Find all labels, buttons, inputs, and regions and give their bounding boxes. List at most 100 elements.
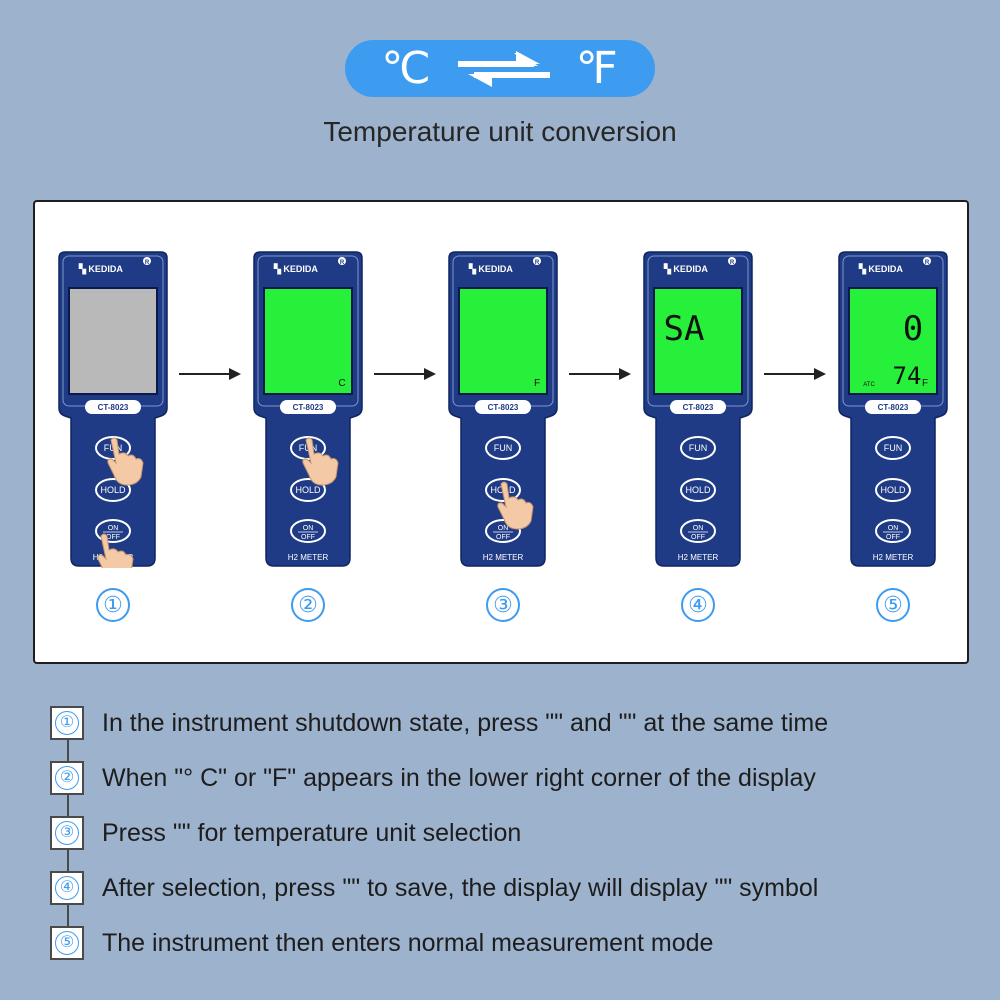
svg-text:HOLD: HOLD xyxy=(100,485,126,495)
svg-text:ON: ON xyxy=(693,525,704,532)
instruction-number-badge: ⑤ xyxy=(50,926,84,960)
lcd-screen xyxy=(458,287,548,395)
step-number-4: ④ xyxy=(681,588,715,622)
lcd-main-reading: SA xyxy=(664,309,705,349)
lcd-main-reading: 0 xyxy=(903,309,923,349)
lcd-temperature-reading: 74 xyxy=(893,362,922,390)
lcd-screen xyxy=(848,287,938,395)
svg-text:FUN: FUN xyxy=(689,443,708,453)
instruction-step-5: ⑤ The instrument then enters normal measu… xyxy=(50,925,713,961)
swap-arrows-icon xyxy=(457,50,550,87)
fahrenheit-label: ℉ xyxy=(575,43,619,94)
step-number-2: ② xyxy=(291,588,325,622)
lcd-atc-indicator: ATC xyxy=(863,382,875,388)
on-off-button[interactable]: ON OFF xyxy=(290,519,326,543)
model-label: CT-8023 xyxy=(683,403,714,412)
svg-text:ON: ON xyxy=(498,525,509,532)
svg-text:HOLD: HOLD xyxy=(685,485,711,495)
meter-step-1: ▚ KEDIDA R CT-8023 FUN HOLD ON OFF H2 ME… xyxy=(55,250,171,568)
meter-footer-label: H2 METER xyxy=(288,553,329,562)
instruction-number-badge: ④ xyxy=(50,871,84,905)
svg-text:R: R xyxy=(145,260,150,266)
instruction-step-2: ② When "° C" or "F" appears in the lower … xyxy=(50,760,816,796)
meter-footer-label: H2 METER xyxy=(483,553,524,562)
svg-text:▚ KEDIDA: ▚ KEDIDA xyxy=(78,263,123,275)
svg-text:OFF: OFF xyxy=(496,534,510,541)
svg-text:OFF: OFF xyxy=(301,534,315,541)
svg-text:R: R xyxy=(925,260,930,266)
finger-press-icon xyxy=(302,437,339,486)
meter-footer-label: H2 METER xyxy=(678,553,719,562)
svg-text:R: R xyxy=(535,260,540,266)
instruction-step-3: ③ Press "" for temperature unit selection xyxy=(50,815,521,851)
right-arrow-icon xyxy=(374,367,436,381)
svg-text:▚ KEDIDA: ▚ KEDIDA xyxy=(468,263,513,275)
model-label: CT-8023 xyxy=(98,403,129,412)
meter-step-3: ▚ KEDIDA R F CT-8023 FUN HOLD ON OFF H2 … xyxy=(445,250,561,568)
instruction-text: In the instrument shutdown state, press … xyxy=(102,708,829,737)
svg-text:HOLD: HOLD xyxy=(880,485,906,495)
right-arrow-icon xyxy=(764,367,826,381)
svg-text:▚ KEDIDA: ▚ KEDIDA xyxy=(858,263,903,275)
step-number-3: ③ xyxy=(486,588,520,622)
right-arrow-icon xyxy=(179,367,241,381)
unit-conversion-pill: ℃ ℉ xyxy=(345,40,655,97)
instruction-text: After selection, press "" to save, the d… xyxy=(102,873,819,902)
svg-text:ON: ON xyxy=(108,525,119,532)
lcd-unit-indicator: F xyxy=(922,378,928,389)
svg-text:FUN: FUN xyxy=(494,443,513,453)
instruction-number-badge: ② xyxy=(50,761,84,795)
svg-text:R: R xyxy=(730,260,735,266)
brand-logo: ▚ KEDIDA R xyxy=(468,257,541,275)
svg-text:▚ KEDIDA: ▚ KEDIDA xyxy=(273,263,318,275)
page-title: Temperature unit conversion xyxy=(323,116,677,147)
lcd-screen xyxy=(653,287,743,395)
svg-text:FUN: FUN xyxy=(884,443,903,453)
finger-press-icon xyxy=(107,437,144,486)
finger-press-icon xyxy=(497,481,534,530)
fun-button[interactable]: FUN xyxy=(485,436,521,460)
svg-text:OFF: OFF xyxy=(886,534,900,541)
lcd-unit-indicator: C xyxy=(338,378,345,389)
meter-step-2: ▚ KEDIDA R C CT-8023 FUN HOLD ON OFF H2 … xyxy=(250,250,366,568)
lcd-unit-indicator: F xyxy=(534,378,540,389)
svg-text:▚ KEDIDA: ▚ KEDIDA xyxy=(663,263,708,275)
fun-button[interactable]: FUN xyxy=(875,436,911,460)
finger-press-icon xyxy=(97,533,134,568)
svg-text:HOLD: HOLD xyxy=(295,485,321,495)
svg-text:R: R xyxy=(340,260,345,266)
brand-logo: ▚ KEDIDA R xyxy=(78,257,151,275)
lcd-screen xyxy=(68,287,158,395)
model-label: CT-8023 xyxy=(293,403,324,412)
svg-text:ON: ON xyxy=(888,525,899,532)
instruction-number-badge: ③ xyxy=(50,816,84,850)
meter-footer-label: H2 METER xyxy=(873,553,914,562)
instruction-text: Press "" for temperature unit selection xyxy=(102,818,522,847)
meter-step-4: ▚ KEDIDA R SA CT-8023 FUN HOLD ON OFF H2… xyxy=(640,250,756,568)
brand-logo: ▚ KEDIDA R xyxy=(273,257,346,275)
svg-text:ON: ON xyxy=(303,525,314,532)
celsius-label: ℃ xyxy=(381,43,432,94)
steps-panel: ▚ KEDIDA R CT-8023 FUN HOLD ON OFF H2 ME… xyxy=(33,200,969,664)
step-number-1: ① xyxy=(96,588,130,622)
fun-button[interactable]: FUN xyxy=(680,436,716,460)
step-number-5: ⑤ xyxy=(876,588,910,622)
model-label: CT-8023 xyxy=(488,403,519,412)
brand-logo: ▚ KEDIDA R xyxy=(858,257,931,275)
svg-text:OFF: OFF xyxy=(106,534,120,541)
right-arrow-icon xyxy=(569,367,631,381)
hold-button[interactable]: HOLD xyxy=(875,478,911,502)
lcd-screen xyxy=(263,287,353,395)
model-label: CT-8023 xyxy=(878,403,909,412)
brand-logo: ▚ KEDIDA R xyxy=(663,257,736,275)
instruction-text: When "° C" or "F" appears in the lower r… xyxy=(102,763,816,792)
on-off-button[interactable]: ON OFF xyxy=(875,519,911,543)
instruction-step-4: ④ After selection, press "" to save, the … xyxy=(50,870,818,906)
instruction-step-1: ① In the instrument shutdown state, press… xyxy=(50,705,828,741)
instruction-number-badge: ① xyxy=(50,706,84,740)
hold-button[interactable]: HOLD xyxy=(680,478,716,502)
svg-text:OFF: OFF xyxy=(691,534,705,541)
on-off-button[interactable]: ON OFF xyxy=(680,519,716,543)
instruction-text: The instrument then enters normal measur… xyxy=(102,928,714,957)
